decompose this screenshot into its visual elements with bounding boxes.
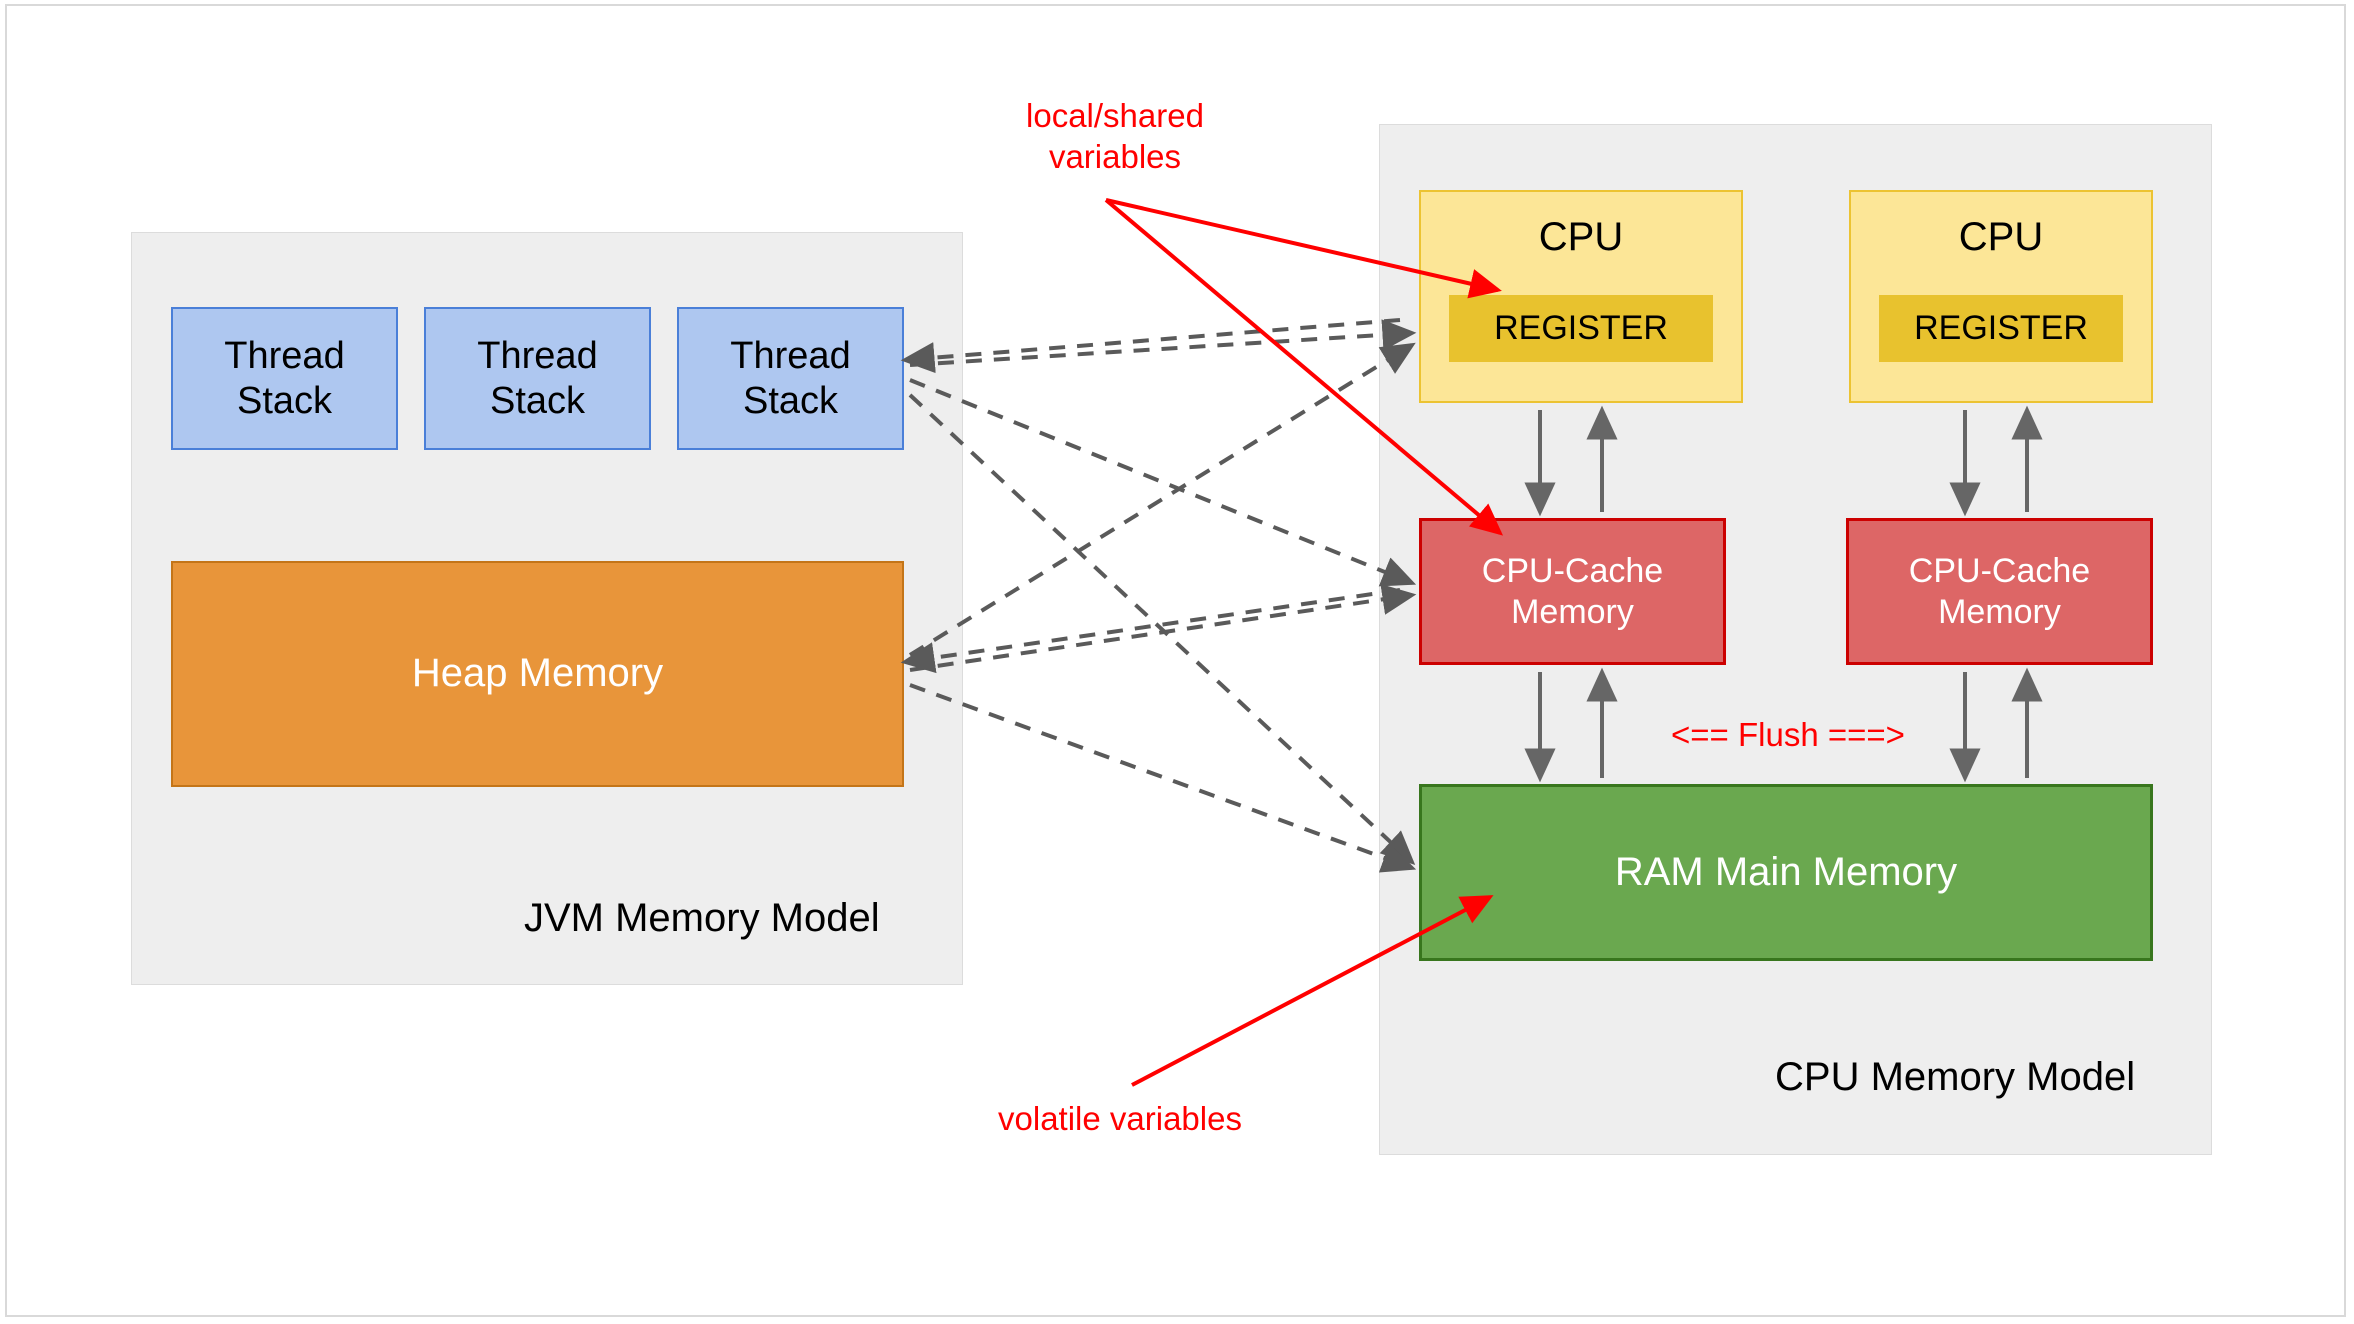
local-shared-variables-annotation: local/shared variables bbox=[1026, 97, 1204, 176]
thread-stack-box-2[interactable]: Thread Stack bbox=[424, 307, 651, 450]
thread-stack-box-3[interactable]: Thread Stack bbox=[677, 307, 904, 450]
volatile-variables-annotation: volatile variables bbox=[998, 1100, 1242, 1137]
jvm-panel-label: JVM Memory Model bbox=[524, 896, 880, 940]
heap-memory-box[interactable]: Heap Memory bbox=[171, 561, 904, 787]
thread-stack-box-1[interactable]: Thread Stack bbox=[171, 307, 398, 450]
cpu-cache-box-2[interactable]: CPU-Cache Memory bbox=[1846, 518, 2153, 665]
cpu-panel-label: CPU Memory Model bbox=[1775, 1055, 2136, 1099]
register-box-1[interactable]: REGISTER bbox=[1449, 295, 1713, 362]
register-box-2[interactable]: REGISTER bbox=[1879, 295, 2123, 362]
flush-annotation: <== Flush ===> bbox=[1671, 716, 1905, 753]
ram-main-memory-box[interactable]: RAM Main Memory bbox=[1419, 784, 2153, 961]
cpu-cache-box-1[interactable]: CPU-Cache Memory bbox=[1419, 518, 1726, 665]
